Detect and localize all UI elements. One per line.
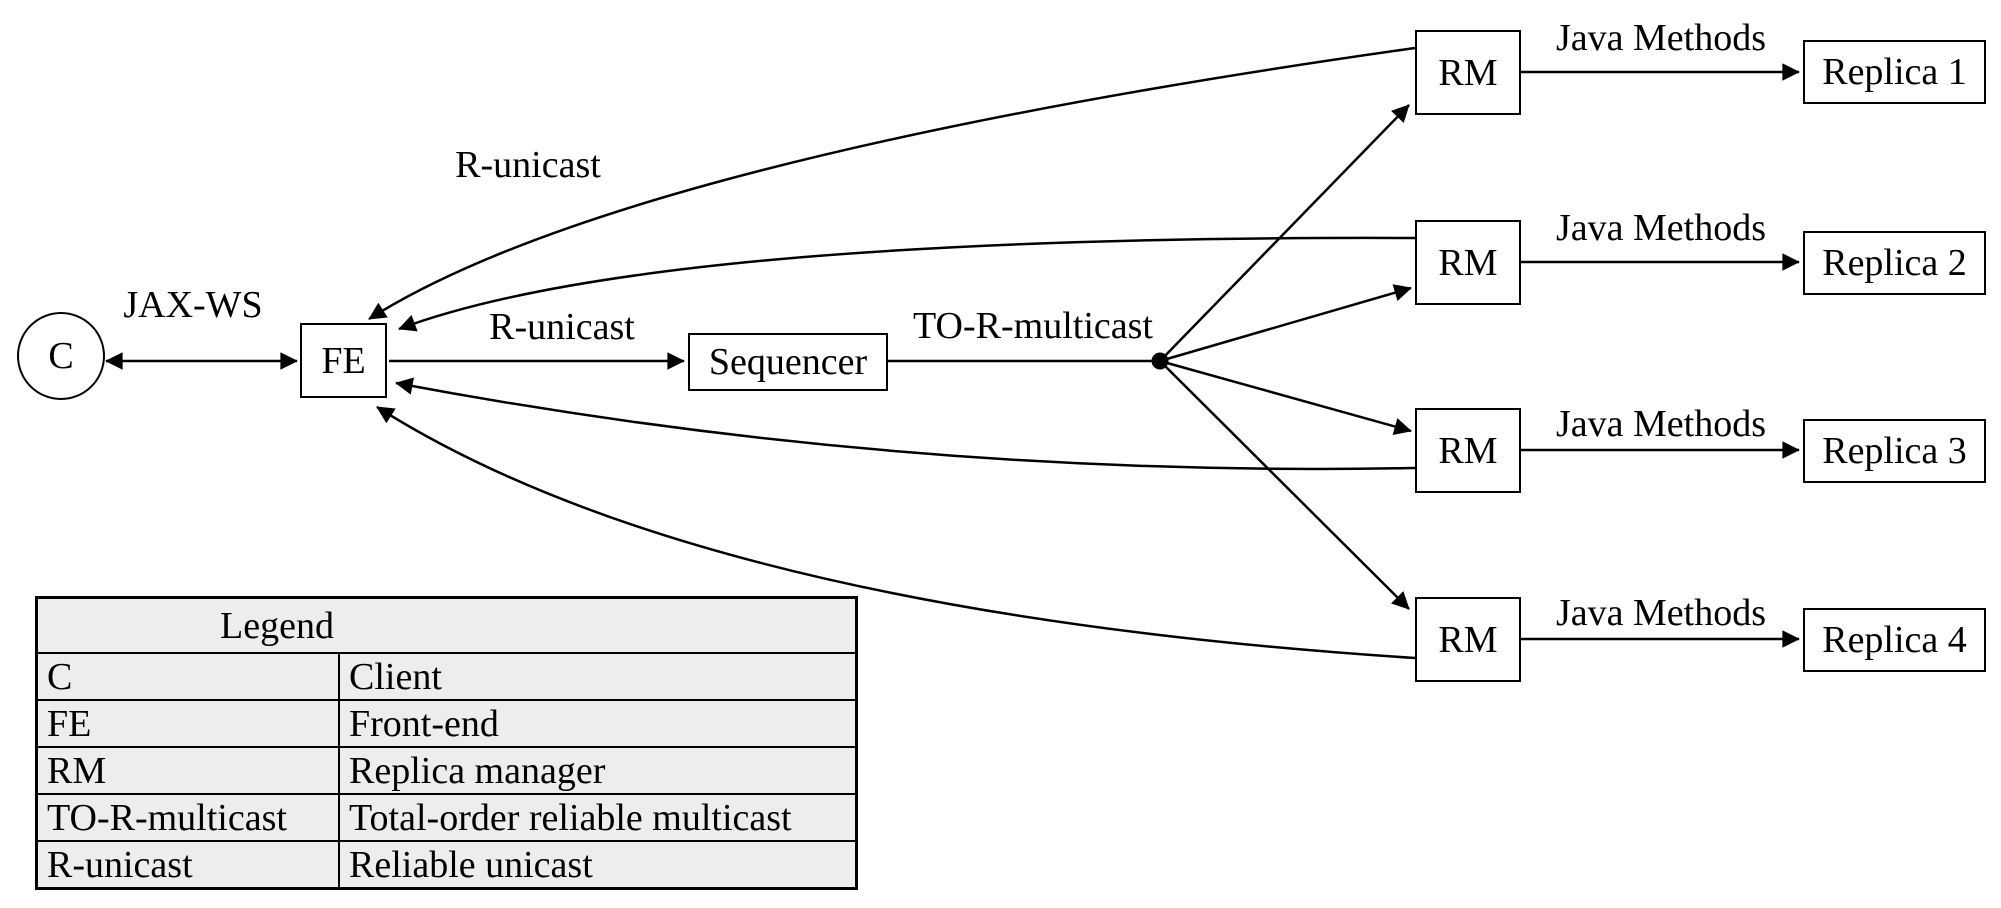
node-replica-1: Replica 1 bbox=[1803, 40, 1986, 104]
label-java-methods-1: Java Methods bbox=[1555, 17, 1767, 59]
legend-header-row: Legend bbox=[38, 599, 855, 654]
edge-junction-rm2 bbox=[1159, 284, 1412, 363]
legend-table: Legend C Client FE Front-end RM Replica … bbox=[35, 596, 858, 890]
edge-junction-rm1 bbox=[1159, 104, 1410, 362]
legend-row-r-unicast: R-unicast Reliable unicast bbox=[38, 842, 855, 887]
legend-definition: Front-end bbox=[349, 702, 499, 745]
edge-rm1-fe-return bbox=[368, 46, 1416, 321]
node-rm-2: RM bbox=[1415, 220, 1521, 305]
legend-term: RM bbox=[38, 748, 340, 793]
label-java-methods-3: Java Methods bbox=[1555, 403, 1767, 445]
legend-definition: Total-order reliable multicast bbox=[349, 796, 792, 839]
label-to-r-multicast: TO-R-multicast bbox=[913, 305, 1153, 347]
label-r-unicast-forward: R-unicast bbox=[489, 306, 635, 348]
label-java-methods-4: Java Methods bbox=[1555, 592, 1767, 634]
legend-definition: Client bbox=[349, 655, 442, 698]
legend-title: Legend bbox=[220, 604, 334, 647]
label-java-methods-2: Java Methods bbox=[1555, 207, 1767, 249]
node-replica-3: Replica 3 bbox=[1803, 419, 1986, 483]
legend-definition: Reliable unicast bbox=[349, 843, 593, 886]
legend-row-to-r-multicast: TO-R-multicast Total-order reliable mult… bbox=[38, 795, 855, 842]
node-rm-4: RM bbox=[1415, 597, 1521, 682]
legend-term: TO-R-multicast bbox=[38, 795, 340, 840]
node-replica-2: Replica 2 bbox=[1803, 231, 1986, 295]
node-replica-4: Replica 4 bbox=[1803, 608, 1986, 672]
edge-junction-rm4 bbox=[1159, 360, 1410, 610]
node-front-end: FE bbox=[300, 323, 387, 398]
legend-definition: Replica manager bbox=[349, 749, 606, 792]
edge-junction-rm3 bbox=[1159, 359, 1412, 435]
label-r-unicast-return: R-unicast bbox=[455, 144, 601, 186]
node-client: C bbox=[17, 312, 105, 400]
label-jax-ws: JAX-WS bbox=[123, 284, 263, 326]
edge-rm4-fe-return bbox=[376, 405, 1416, 660]
legend-term: R-unicast bbox=[38, 842, 340, 887]
legend-term: FE bbox=[38, 701, 340, 746]
edge-rm3-fe-return bbox=[395, 377, 1416, 471]
node-rm-3: RM bbox=[1415, 408, 1521, 493]
legend-row-front-end: FE Front-end bbox=[38, 701, 855, 748]
legend-row-client: C Client bbox=[38, 654, 855, 701]
legend-row-replica-manager: RM Replica manager bbox=[38, 748, 855, 795]
node-sequencer: Sequencer bbox=[688, 333, 888, 391]
edge-rm2-fe-return bbox=[398, 236, 1416, 332]
node-rm-1: RM bbox=[1415, 30, 1521, 115]
legend-term: C bbox=[38, 654, 340, 699]
